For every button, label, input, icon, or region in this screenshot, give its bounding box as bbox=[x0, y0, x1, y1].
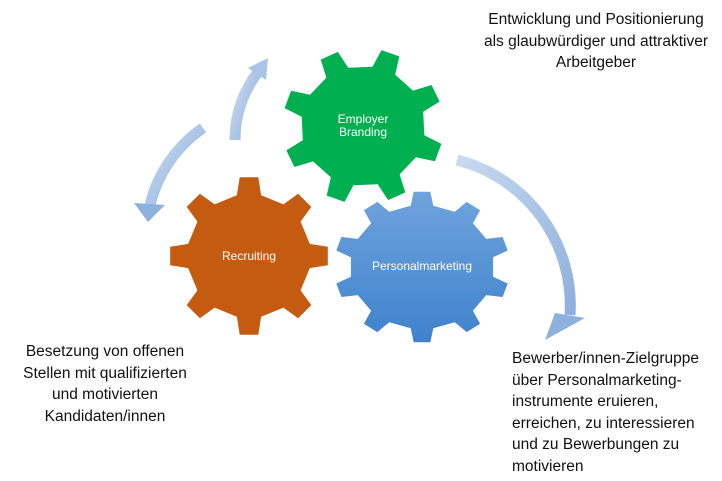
gear-shape bbox=[336, 191, 508, 343]
text-line: Stellen mit qualifizierten bbox=[23, 364, 187, 382]
text-line: motivieren bbox=[512, 457, 584, 475]
gear-recruiting: Recruiting bbox=[170, 177, 328, 335]
cycle-arrow-top bbox=[229, 58, 268, 141]
text-line: Kandidaten/innen bbox=[44, 407, 166, 425]
text-line: und motivierten bbox=[52, 386, 158, 403]
gear-personalmarketing: Personalmarketing bbox=[336, 191, 508, 343]
text-line: als glaubwürdiger und attraktiver bbox=[483, 32, 708, 50]
text-line: Arbeitgeber bbox=[555, 54, 637, 71]
description-personalmarketing: Bewerber/innen-Zielgruppe über Personalm… bbox=[512, 348, 722, 477]
gear-shape bbox=[170, 177, 328, 335]
gear-label-personalmarketing: Personalmarketing bbox=[372, 259, 472, 273]
text-line: und zu Bewerbungen zu bbox=[512, 436, 680, 453]
text-line: instrumente eruieren, bbox=[512, 393, 659, 410]
text-line: Entwicklung und Positionierung bbox=[488, 11, 704, 28]
gear-label-recruiting: Recruiting bbox=[222, 249, 276, 263]
cycle-arrow-left bbox=[134, 123, 207, 222]
description-employer-branding: Entwicklung und Positionierung als glaub… bbox=[440, 9, 722, 74]
text-line: Bewerber/innen-Zielgruppe bbox=[512, 350, 699, 367]
text-line: erreichen, zu interessieren bbox=[512, 414, 695, 432]
cycle-arrow-right bbox=[455, 154, 585, 340]
text-line: über Personalmarketing- bbox=[512, 371, 682, 389]
gear-shape bbox=[284, 50, 442, 202]
gear-employer-branding: Employer Branding bbox=[284, 50, 442, 202]
text-line: Besetzung von offenen bbox=[25, 343, 185, 360]
description-recruiting: Besetzung von offenen Stellen mit qualif… bbox=[0, 341, 210, 427]
gear-label-employer-branding-2: Branding bbox=[339, 125, 387, 139]
gear-label-employer-branding-1: Employer bbox=[338, 112, 389, 126]
